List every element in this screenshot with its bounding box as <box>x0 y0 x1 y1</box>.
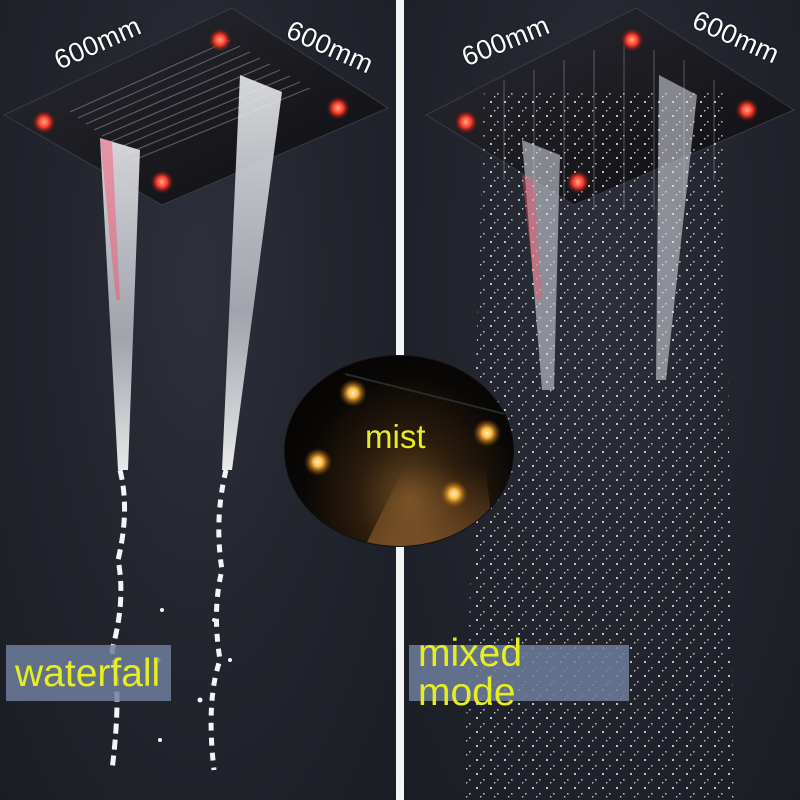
mist-led-light <box>304 448 332 476</box>
led-light <box>326 96 350 120</box>
mist-illustration <box>304 373 513 546</box>
waterfall-stream-left <box>100 138 140 470</box>
led-light <box>150 170 174 194</box>
mode-label-text: mixed mode <box>418 632 523 714</box>
led-light <box>620 28 644 52</box>
mixed-mode-shower-illustration <box>424 7 796 800</box>
waterfall-shower-illustration <box>2 7 390 771</box>
led-light <box>454 110 478 134</box>
led-light <box>566 170 590 194</box>
waterfall-stream-right <box>222 75 282 470</box>
led-light <box>208 28 232 52</box>
led-light <box>32 110 56 134</box>
mode-label-mist: mist <box>365 418 426 455</box>
mist-inset <box>284 355 514 547</box>
waterfall-stream-right <box>656 75 697 380</box>
led-light <box>735 98 759 122</box>
mist-led-light <box>473 419 501 447</box>
mode-label-mixed-mode: mixed mode <box>409 634 629 712</box>
mode-label-text: waterfall <box>15 651 161 695</box>
mist-led-light <box>440 480 468 508</box>
mist-led-light <box>339 379 367 407</box>
mixed-mode-panel: 600mm 600mm mixed mode <box>404 0 800 800</box>
mode-label-waterfall: waterfall <box>6 645 171 701</box>
waterfall-stream-left <box>522 140 560 390</box>
